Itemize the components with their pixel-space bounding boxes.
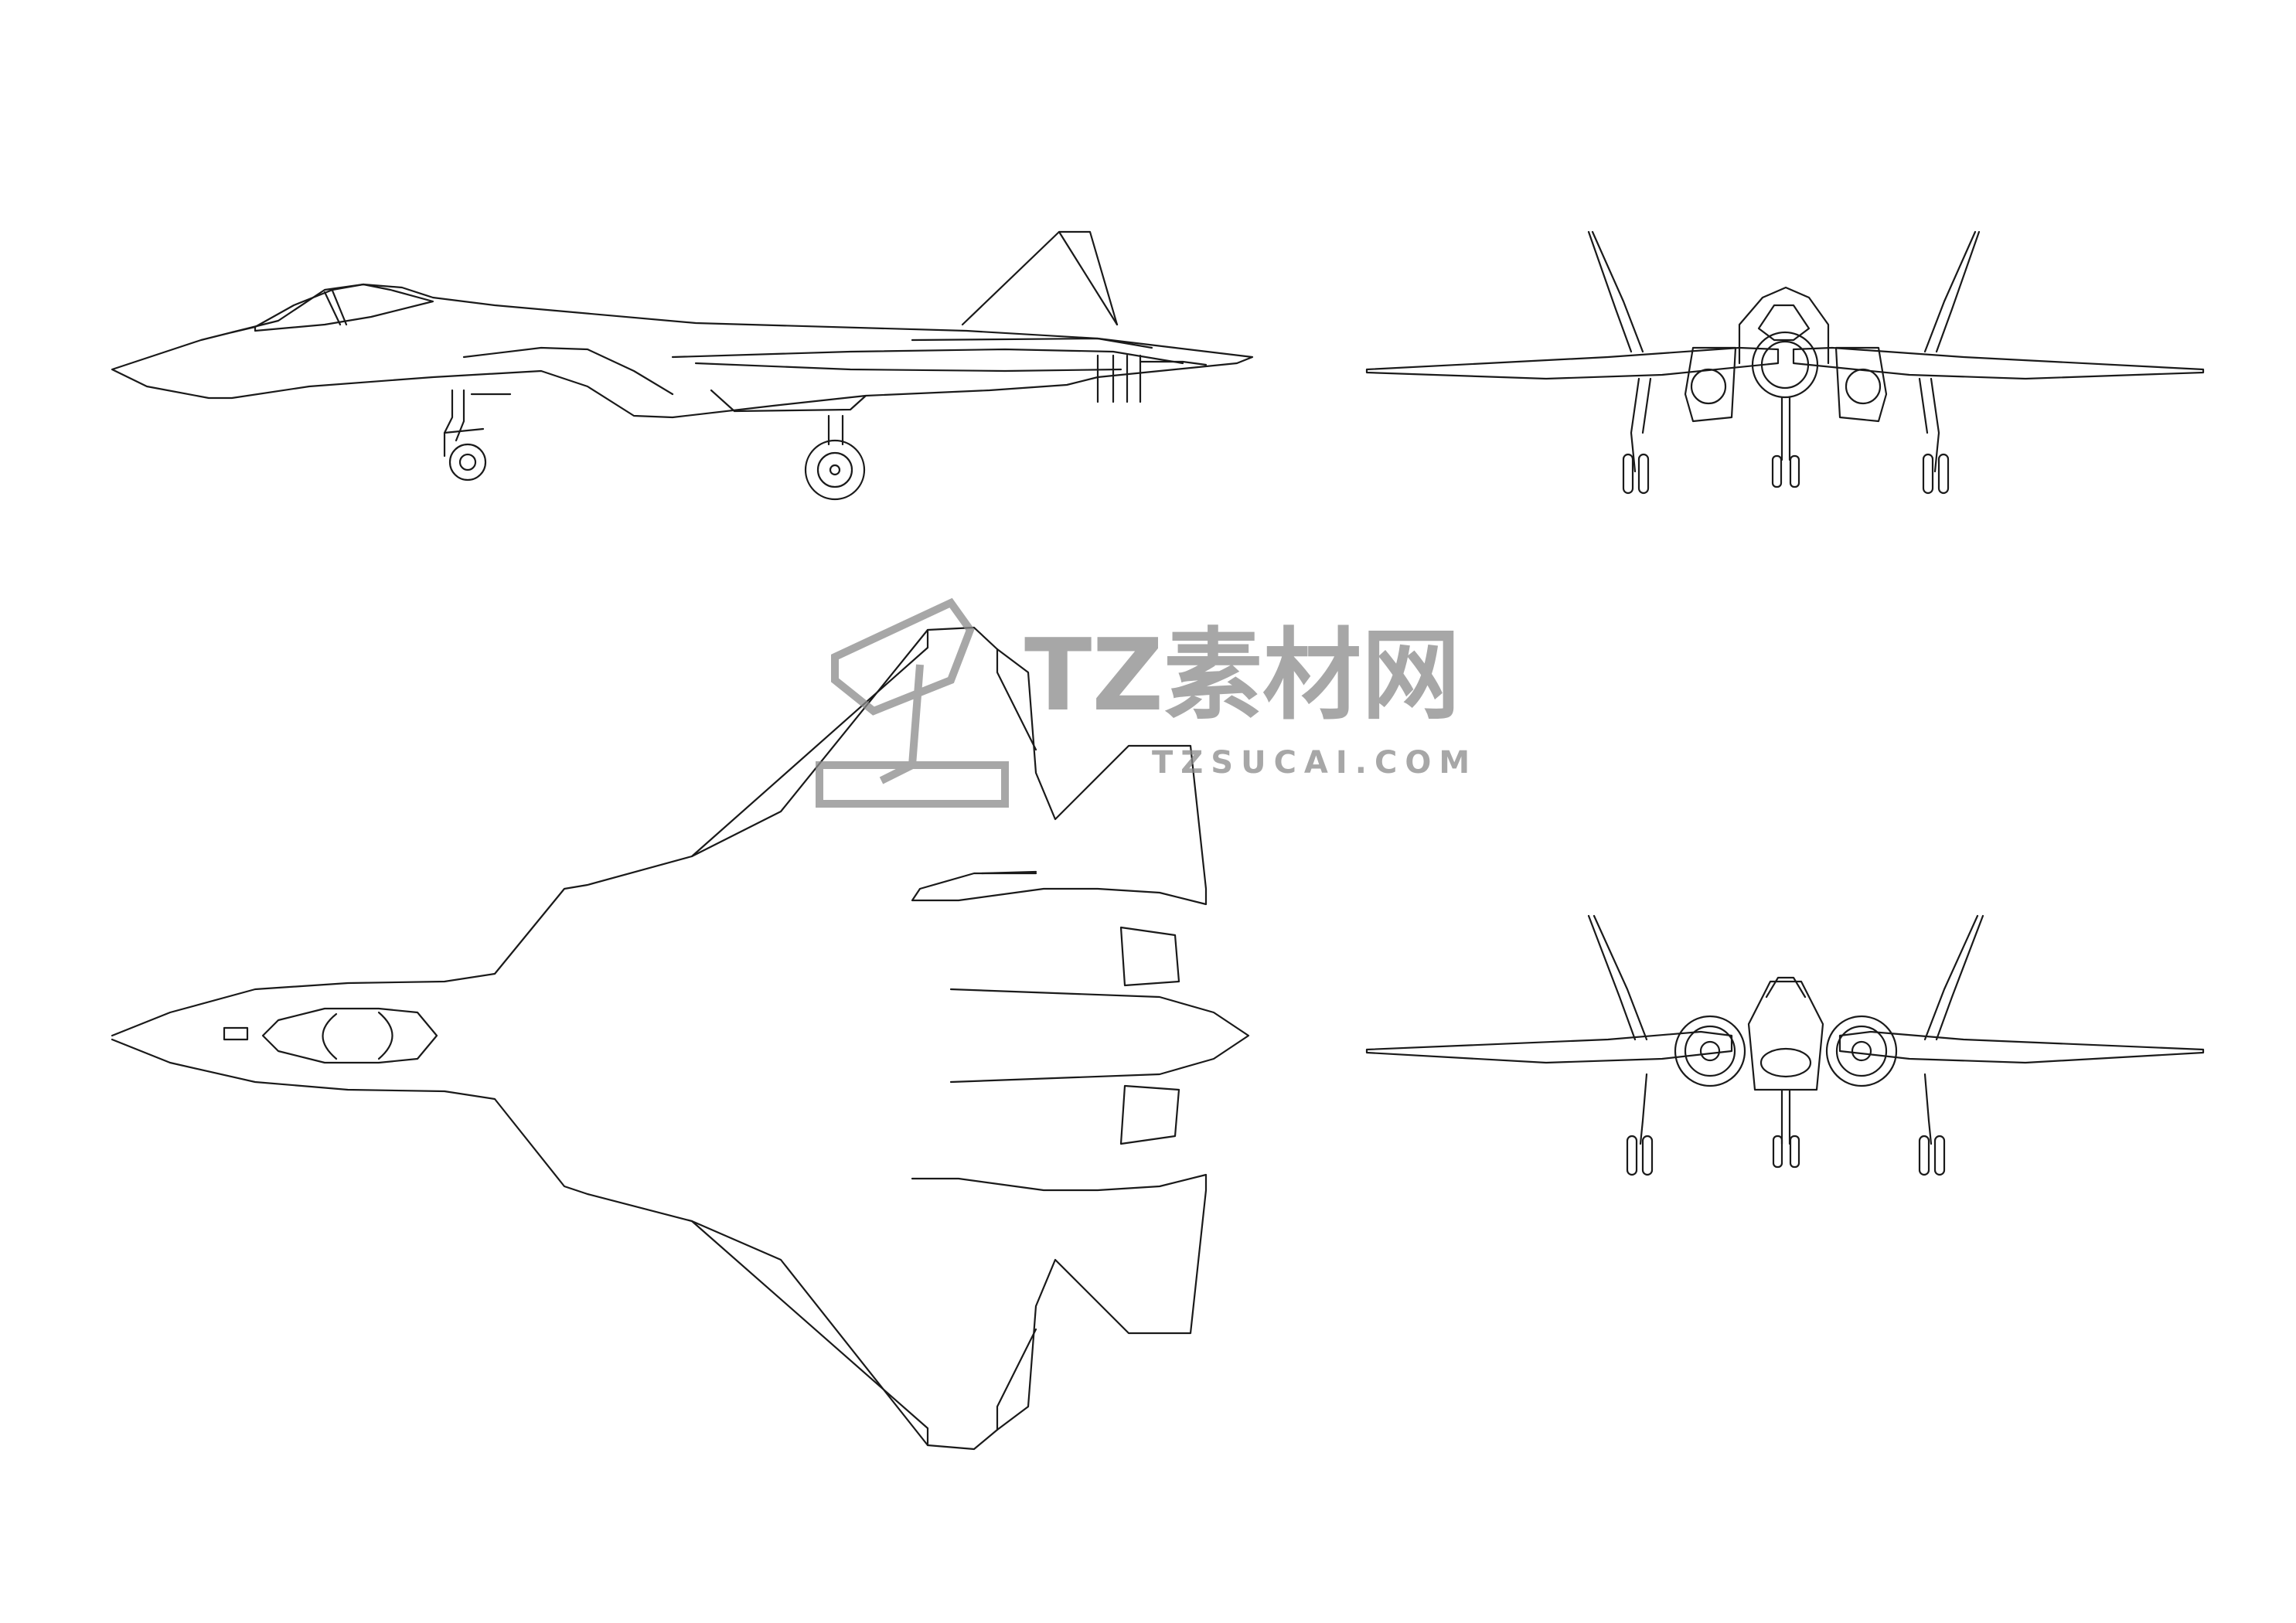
top-view: [111, 626, 1250, 1451]
watermark-title: TZ素材网: [1024, 618, 1460, 733]
watermark-subtitle: TZSUCAI.COM: [1152, 745, 1477, 781]
front-view: [1365, 230, 2205, 495]
watermark: TZ素材网 TZSUCAI.COM: [816, 597, 1477, 808]
rear-view: [1365, 914, 2205, 1176]
side-view: [111, 230, 1254, 501]
watermark-logo-icon: [816, 597, 1009, 808]
